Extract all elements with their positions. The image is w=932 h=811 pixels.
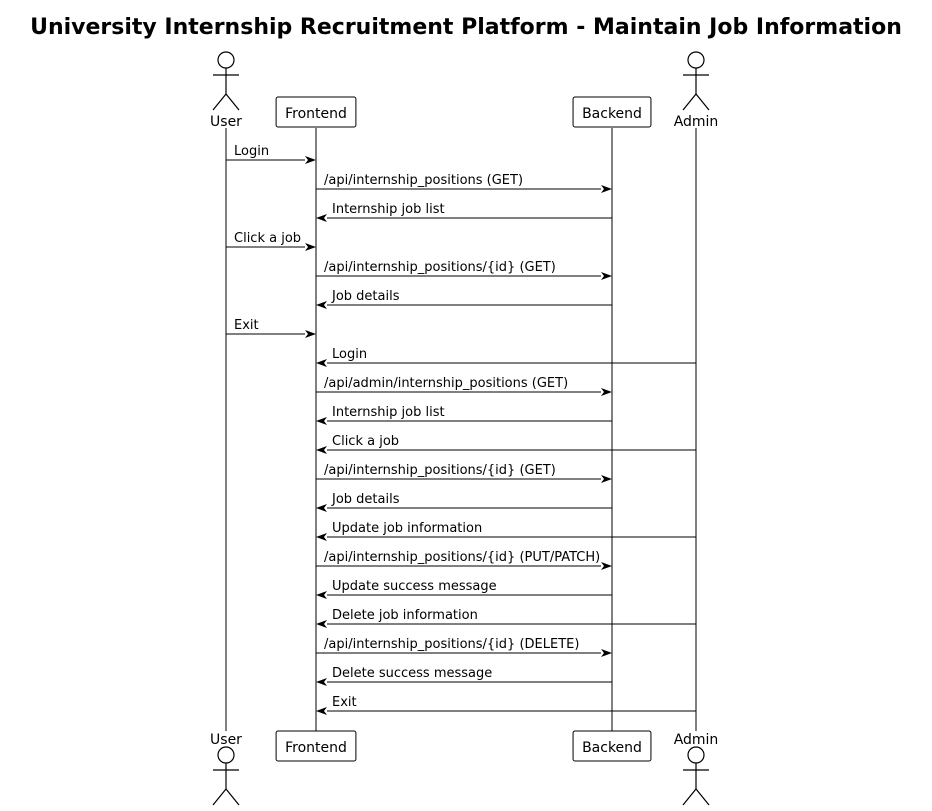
message-label: Click a job [234, 231, 301, 246]
arrowhead-icon [316, 417, 327, 425]
message-10: Internship job list [316, 405, 612, 425]
message-label: Job details [331, 492, 400, 507]
backend-label-top: Backend [582, 106, 642, 122]
message-15: /api/internship_positions/{id} (PUT/PATC… [316, 550, 612, 570]
arrowhead-icon [601, 388, 612, 396]
frontend-label-top: Frontend [285, 106, 347, 122]
message-label: Delete job information [332, 608, 478, 623]
arrowhead-icon [305, 156, 316, 164]
message-label: Delete success message [332, 666, 492, 681]
arrowhead-icon [316, 359, 327, 367]
message-label: /api/admin/internship_positions (GET) [324, 376, 568, 391]
message-label: Job details [331, 289, 400, 304]
frontend-participant-box-top: Frontend [275, 96, 357, 128]
backend-participant-box-top: Backend [572, 96, 652, 128]
message-label: Update job information [332, 521, 482, 536]
actor-leg-icon [212, 788, 227, 806]
message-label: /api/internship_positions/{id} (GET) [324, 260, 556, 275]
message-19: Delete success message [316, 666, 612, 686]
admin-actor-bottom [682, 746, 710, 806]
backend-participant-box-bottom: Backend [572, 730, 652, 762]
actor-head-icon [687, 746, 705, 764]
message-20: Exit [316, 695, 696, 715]
message-label: Update success message [332, 579, 497, 594]
backend-label-bottom: Backend [582, 740, 642, 756]
arrowhead-icon [316, 446, 327, 454]
arrowhead-icon [316, 301, 327, 309]
message-3: Internship job list [316, 202, 612, 222]
user-label-top: User [210, 114, 242, 130]
admin-label-top: Admin [674, 114, 719, 130]
message-9: /api/admin/internship_positions (GET) [316, 376, 612, 396]
arrowhead-icon [305, 330, 316, 338]
message-label: Click a job [332, 434, 399, 449]
message-12: /api/internship_positions/{id} (GET) [316, 463, 612, 483]
admin-actor-top [682, 51, 710, 111]
arrowhead-icon [305, 243, 316, 251]
arrowhead-icon [316, 504, 327, 512]
arrowhead-icon [601, 649, 612, 657]
actor-leg-icon [225, 93, 240, 111]
message-label: Exit [234, 318, 259, 333]
message-4: Click a job [226, 231, 316, 251]
actor-leg-icon [212, 93, 227, 111]
message-label: Exit [332, 695, 357, 710]
message-label: Login [332, 347, 367, 362]
arrowhead-icon [316, 533, 327, 541]
message-14: Update job information [316, 521, 696, 541]
message-1: Login [226, 144, 316, 164]
arrowhead-icon [316, 707, 327, 715]
user-actor-bottom [212, 746, 240, 806]
admin-label-bottom: Admin [674, 732, 719, 748]
message-label: /api/internship_positions (GET) [324, 173, 523, 188]
arrowhead-icon [316, 214, 327, 222]
message-18: /api/internship_positions/{id} (DELETE) [316, 637, 612, 657]
message-7: Exit [226, 318, 316, 338]
actor-leg-icon [695, 93, 710, 111]
message-label: Login [234, 144, 269, 159]
actor-head-icon [217, 51, 235, 69]
actor-head-icon [687, 51, 705, 69]
message-16: Update success message [316, 579, 612, 599]
message-11: Click a job [316, 434, 696, 454]
actor-head-icon [217, 746, 235, 764]
message-label: /api/internship_positions/{id} (GET) [324, 463, 556, 478]
actor-leg-icon [682, 788, 697, 806]
arrowhead-icon [601, 562, 612, 570]
arrowhead-icon [316, 591, 327, 599]
actor-leg-icon [695, 788, 710, 806]
arrowhead-icon [601, 475, 612, 483]
message-label: Internship job list [332, 202, 445, 217]
arrowhead-icon [316, 678, 327, 686]
message-8: Login [316, 347, 696, 367]
frontend-label-bottom: Frontend [285, 740, 347, 756]
message-label: /api/internship_positions/{id} (PUT/PATC… [324, 550, 600, 565]
arrowhead-icon [316, 620, 327, 628]
message-6: Job details [316, 289, 612, 309]
user-actor-top [212, 51, 240, 111]
arrowhead-icon [601, 272, 612, 280]
actor-leg-icon [225, 788, 240, 806]
message-label: Internship job list [332, 405, 445, 420]
message-2: /api/internship_positions (GET) [316, 173, 612, 193]
frontend-participant-box-bottom: Frontend [275, 730, 357, 762]
message-17: Delete job information [316, 608, 696, 628]
message-5: /api/internship_positions/{id} (GET) [316, 260, 612, 280]
actor-leg-icon [682, 93, 697, 111]
arrowhead-icon [601, 185, 612, 193]
user-label-bottom: User [210, 732, 242, 748]
message-13: Job details [316, 492, 612, 512]
diagram-title: University Internship Recruitment Platfo… [30, 15, 902, 40]
message-label: /api/internship_positions/{id} (DELETE) [324, 637, 579, 652]
